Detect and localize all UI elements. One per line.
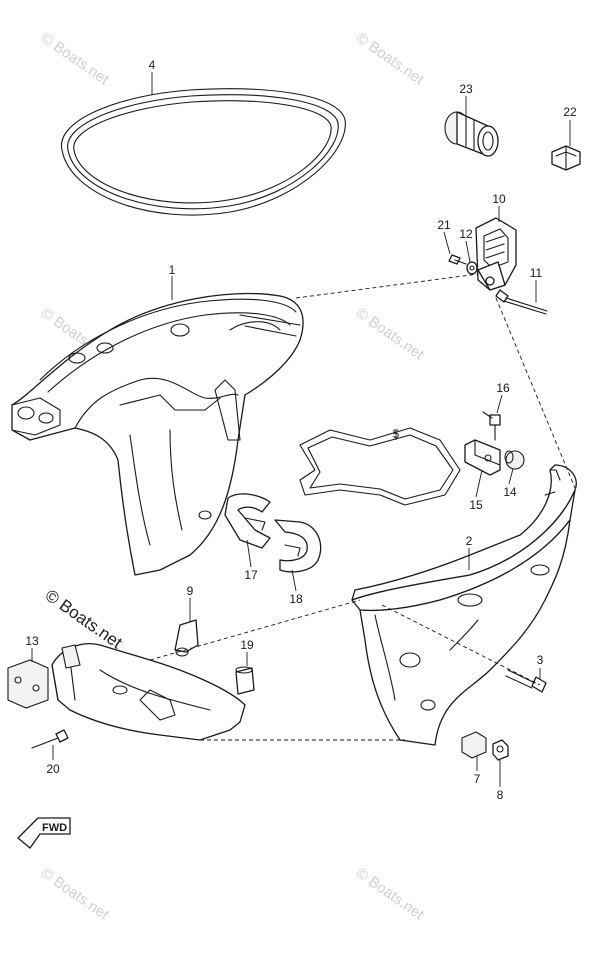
part-9-bracket [174,619,199,657]
part-10-bracket [475,217,517,291]
watermarks: © Boats.net © Boats.net © Boats.net © Bo… [38,29,428,923]
label-part-22: 22 [563,105,577,119]
label-part-7: 7 [474,772,481,786]
watermark-bottom-right: © Boats.net [353,864,428,923]
part-22-clip [551,145,581,171]
part-5-seal [299,427,461,506]
leader-lines [31,72,571,787]
lower-cover [51,643,246,741]
label-part-3: 3 [537,653,544,667]
label-part-15: 15 [469,498,483,512]
label-part-1: 1 [169,263,176,277]
part-16-screw [482,411,501,441]
part-17-seal [224,493,271,549]
label-part-23: 23 [459,82,473,96]
label-part-2: 2 [466,534,473,548]
fwd-label: FWD [42,822,67,834]
label-part-11: 11 [530,266,543,280]
label-part-12: 12 [459,227,473,241]
watermark-top-right: © Boats.net [353,29,428,88]
label-part-13: 13 [25,634,39,648]
part-12-washer [466,261,478,275]
part-20-screw [31,729,69,749]
part-7-grommet [461,731,487,759]
part-2-right-side-cover [351,464,577,746]
part-11-bolt [495,289,548,315]
label-part-20: 20 [46,762,60,776]
label-part-16: 16 [496,381,510,395]
watermark-mid-right: © Boats.net [353,304,428,363]
part-13-pad [7,659,49,709]
part-labels: 4 23 22 10 21 12 11 1 5 16 14 15 17 18 2… [25,58,577,802]
part-19-sleeve [235,666,255,695]
label-part-21: 21 [437,218,451,232]
watermark-bottom-left: © Boats.net [38,864,113,923]
part-23-grommet [444,111,499,157]
label-part-5: 5 [393,427,400,441]
label-part-10: 10 [492,192,506,206]
part-14-cap [504,450,525,470]
label-part-14: 14 [503,485,517,499]
assembly-lines [149,273,576,741]
part-18-seal [274,519,322,573]
part-15-bracket [464,439,501,476]
label-part-9: 9 [187,584,194,598]
watermark-top-left: © Boats.net [38,29,113,88]
label-part-18: 18 [289,592,303,606]
label-part-19: 19 [240,638,254,652]
part-1-left-side-cover [11,292,304,576]
label-part-4: 4 [149,58,156,72]
label-part-17: 17 [244,568,258,582]
part-21-screw [448,254,467,265]
fwd-arrow-icon: FWD [17,817,71,849]
part-8-bolt [492,739,509,761]
watermark-main: © Boats.net [42,586,126,653]
label-part-8: 8 [497,788,504,802]
part-4-seal-ring [61,88,346,216]
